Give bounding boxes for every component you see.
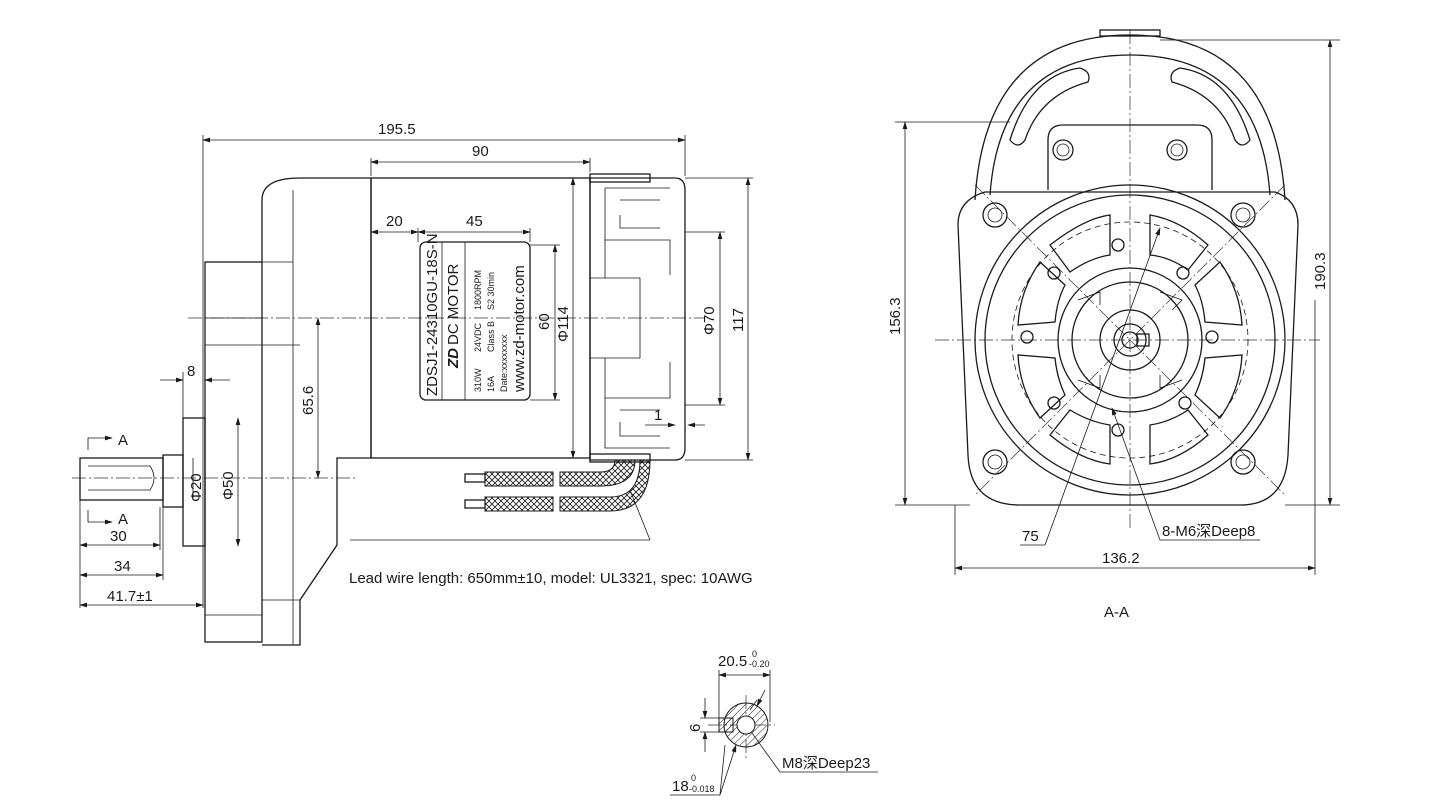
section-view-a-a: 190.3 156.3 136.2 75 8-M6深Deep8 A-A — [887, 29, 1340, 621]
nameplate-website: www.zd-motor.com — [511, 265, 528, 393]
dim-60: 60 — [536, 313, 553, 330]
dim-90: 90 — [472, 143, 489, 160]
dim-20-5: 20.5 — [718, 653, 747, 670]
dim-34: 34 — [114, 558, 131, 575]
dim-30: 30 — [110, 528, 127, 545]
nameplate: ZDSJ1-24310GU-18S-N DC MOTOR ZD 310W 24V… — [419, 233, 531, 401]
thread-callout: M8深Deep23 — [782, 755, 870, 772]
output-shaft — [79, 417, 206, 547]
dim-20-5-lower-tol: -0.20 — [749, 659, 770, 669]
nameplate-rpm: 1800RPM — [473, 270, 483, 310]
section-marker-a-bottom: A — [118, 511, 128, 528]
gearbox — [204, 177, 372, 646]
m6-tapped-holes — [1020, 238, 1219, 437]
dim-1: 1 — [654, 407, 662, 424]
nameplate-model: ZDSJ1-24310GU-18S-N — [424, 233, 441, 396]
dim-phi114: Φ114 — [555, 306, 572, 342]
dim-8-m6: 8-M6深Deep8 — [1162, 523, 1255, 540]
dim-phi70: Φ70 — [701, 306, 718, 335]
dim-18-lower-tol: -0.018 — [689, 784, 715, 794]
dim-8: 8 — [187, 363, 195, 380]
dim-65-6: 65.6 — [300, 386, 317, 415]
dim-41-7: 41.7±1 — [107, 588, 153, 605]
dim-136-2: 136.2 — [1102, 550, 1140, 567]
lead-wires — [350, 459, 651, 541]
lead-wire-note: Lead wire length: 650mm±10, model: UL332… — [349, 570, 753, 587]
dim-pcd-75: 75 — [1022, 528, 1039, 545]
nameplate-current: 16A — [486, 376, 496, 392]
nameplate-power: 310W — [473, 368, 483, 392]
nameplate-type: DC MOTOR — [445, 263, 462, 345]
dim-20-5-upper-tol: 0 — [752, 649, 757, 659]
mounting-holes — [982, 202, 1256, 475]
side-view: ZDSJ1-24310GU-18S-N DC MOTOR ZD 310W 24V… — [72, 121, 753, 646]
nameplate-voltage: 24VDC — [473, 322, 483, 352]
dim-6: 6 — [687, 724, 704, 732]
side-dimensions: 195.5 90 20 45 60 Φ114 Φ70 117 — [79, 121, 753, 608]
shaft-detail: 20.5 0 -0.20 6 18 0 -0.018 M8深Deep23 — [670, 649, 878, 796]
section-marker-a-top: A — [118, 432, 128, 449]
dim-phi20: Φ20 — [188, 473, 205, 502]
dim-195-5: 195.5 — [378, 121, 416, 138]
dim-190-3: 190.3 — [1312, 252, 1329, 290]
vent-slots — [1017, 214, 1243, 465]
dim-45: 45 — [466, 213, 483, 230]
nameplate-class: Class B — [486, 321, 496, 352]
dim-20: 20 — [386, 213, 403, 230]
dim-phi50: Φ50 — [220, 471, 237, 500]
dim-117: 117 — [730, 308, 747, 332]
dim-18-upper-tol: 0 — [691, 773, 696, 783]
nameplate-duty: S2 30min — [486, 272, 496, 310]
zd-logo: ZD — [445, 348, 462, 369]
dim-18: 18 — [672, 778, 689, 795]
nameplate-date: Date:xxxxxxxx — [499, 334, 509, 392]
dim-156-3: 156.3 — [887, 297, 904, 335]
section-title: A-A — [1104, 604, 1129, 621]
